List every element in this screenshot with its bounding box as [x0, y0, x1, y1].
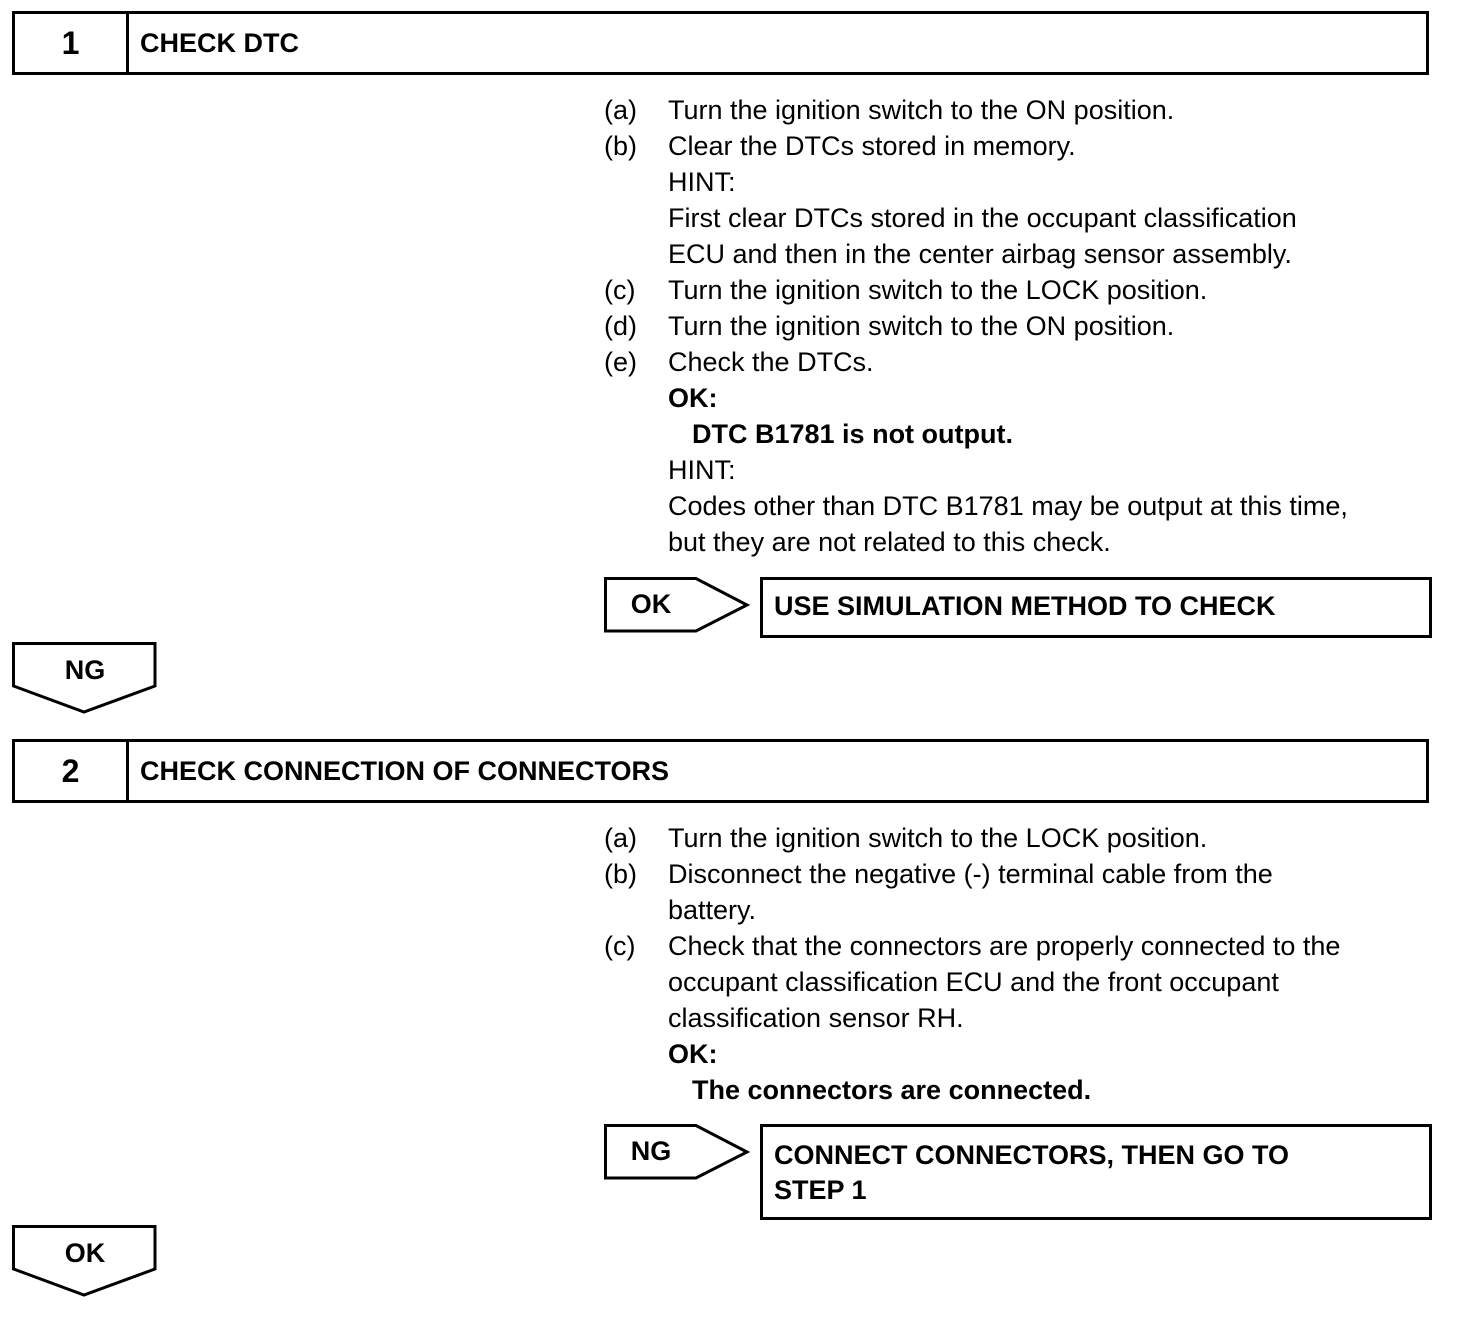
- result-tag-label: OK: [630, 589, 672, 619]
- instruction-text: Clear the DTCs stored in memory.: [668, 131, 1076, 161]
- instruction-text: Turn the ignition switch to the ON posit…: [668, 311, 1175, 341]
- hint-label: HINT:: [668, 167, 736, 197]
- instruction-text: occupant classification ECU and the fron…: [668, 967, 1279, 997]
- instruction-text: Check the DTCs.: [668, 347, 874, 377]
- instruction-label: (d): [604, 311, 637, 341]
- result-action-box: USE SIMULATION METHOD TO CHECK: [760, 577, 1432, 638]
- result-action-text: CONNECT CONNECTORS, THEN GO TO: [774, 1140, 1290, 1170]
- instruction-text: battery.: [668, 895, 757, 925]
- instruction-label: (c): [604, 275, 636, 305]
- flow-arrow-ng: NG: [12, 642, 160, 716]
- hint-line: but they are not related to this check.: [604, 524, 1444, 560]
- instruction-label: (a): [604, 95, 637, 125]
- instruction-text: Check that the connectors are properly c…: [668, 931, 1341, 961]
- down-arrow-icon: [12, 1225, 157, 1297]
- instruction-label: (e): [604, 347, 637, 377]
- instruction-line: (c) Turn the ignition switch to the LOCK …: [604, 272, 1444, 308]
- instruction-line: (e) Check the DTCs.: [604, 344, 1444, 380]
- step-number: 1: [15, 14, 129, 72]
- ok-line: OK:: [604, 1036, 1444, 1072]
- ok-condition: DTC B1781 is not output.: [692, 419, 1014, 449]
- result-tag: OK: [604, 577, 752, 635]
- instruction-text: Disconnect the negative (-) terminal cab…: [668, 859, 1273, 889]
- result-action-text: STEP 1: [774, 1175, 867, 1205]
- hint-line: Codes other than DTC B1781 may be output…: [604, 488, 1444, 524]
- instruction-label: (b): [604, 131, 637, 161]
- instruction-line: occupant classification ECU and the fron…: [604, 964, 1444, 1000]
- flow-arrow-label: OK: [64, 1238, 106, 1268]
- instruction-line: (b) Clear the DTCs stored in memory.: [604, 128, 1444, 164]
- instruction-text: Turn the ignition switch to the ON posit…: [668, 95, 1175, 125]
- step-1-header: 1 CHECK DTC: [12, 11, 1429, 75]
- result-action-box: CONNECT CONNECTORS, THEN GO TO STEP 1: [760, 1124, 1432, 1220]
- hint-line: HINT:: [604, 164, 1444, 200]
- instruction-label: (b): [604, 859, 637, 889]
- hint-line: ECU and then in the center airbag sensor…: [604, 236, 1444, 272]
- instruction-line: (a) Turn the ignition switch to the ON po…: [604, 92, 1444, 128]
- instruction-line: battery.: [604, 892, 1444, 928]
- step-number: 2: [15, 742, 129, 800]
- ok-condition: The connectors are connected.: [692, 1075, 1092, 1105]
- instruction-line: classification sensor RH.: [604, 1000, 1444, 1036]
- instruction-line: (a) Turn the ignition switch to the LOCK …: [604, 820, 1444, 856]
- result-action-text: USE SIMULATION METHOD TO CHECK: [774, 591, 1276, 621]
- step-title: CHECK DTC: [140, 27, 299, 58]
- flow-arrow-ok: OK: [12, 1225, 160, 1299]
- ok-line: OK:: [604, 380, 1444, 416]
- ok-label: OK:: [668, 1039, 718, 1069]
- hint-line: HINT:: [604, 452, 1444, 488]
- step-1-instructions: (a) Turn the ignition switch to the ON po…: [604, 92, 1444, 560]
- ok-condition-line: The connectors are connected.: [604, 1072, 1444, 1108]
- step-2-instructions: (a) Turn the ignition switch to the LOCK …: [604, 820, 1444, 1108]
- instruction-text: Turn the ignition switch to the LOCK pos…: [668, 823, 1208, 853]
- instruction-line: (b) Disconnect the negative (-) terminal …: [604, 856, 1444, 892]
- hint-text: Codes other than DTC B1781 may be output…: [668, 491, 1348, 521]
- instruction-line: (c) Check that the connectors are properl…: [604, 928, 1444, 964]
- instruction-text: Turn the ignition switch to the LOCK pos…: [668, 275, 1208, 305]
- result-tag: NG: [604, 1124, 752, 1182]
- result-tag-label: NG: [630, 1136, 672, 1166]
- hint-text: First clear DTCs stored in the occupant …: [668, 203, 1297, 233]
- hint-text: but they are not related to this check.: [668, 527, 1111, 557]
- hint-label: HINT:: [668, 455, 736, 485]
- result-tag-arrow-icon: [604, 1124, 751, 1180]
- hint-text: ECU and then in the center airbag sensor…: [668, 239, 1292, 269]
- step-title: CHECK CONNECTION OF CONNECTORS: [140, 755, 670, 786]
- result-tag-arrow-icon: [604, 577, 751, 633]
- hint-line: First clear DTCs stored in the occupant …: [604, 200, 1444, 236]
- instruction-label: (c): [604, 931, 636, 961]
- instruction-label: (a): [604, 823, 637, 853]
- step-2-header: 2 CHECK CONNECTION OF CONNECTORS: [12, 739, 1429, 803]
- ok-condition-line: DTC B1781 is not output.: [604, 416, 1444, 452]
- instruction-text: classification sensor RH.: [668, 1003, 964, 1033]
- flow-arrow-label: NG: [64, 655, 106, 685]
- ok-label: OK:: [668, 383, 718, 413]
- down-arrow-icon: [12, 642, 157, 714]
- instruction-line: (d) Turn the ignition switch to the ON po…: [604, 308, 1444, 344]
